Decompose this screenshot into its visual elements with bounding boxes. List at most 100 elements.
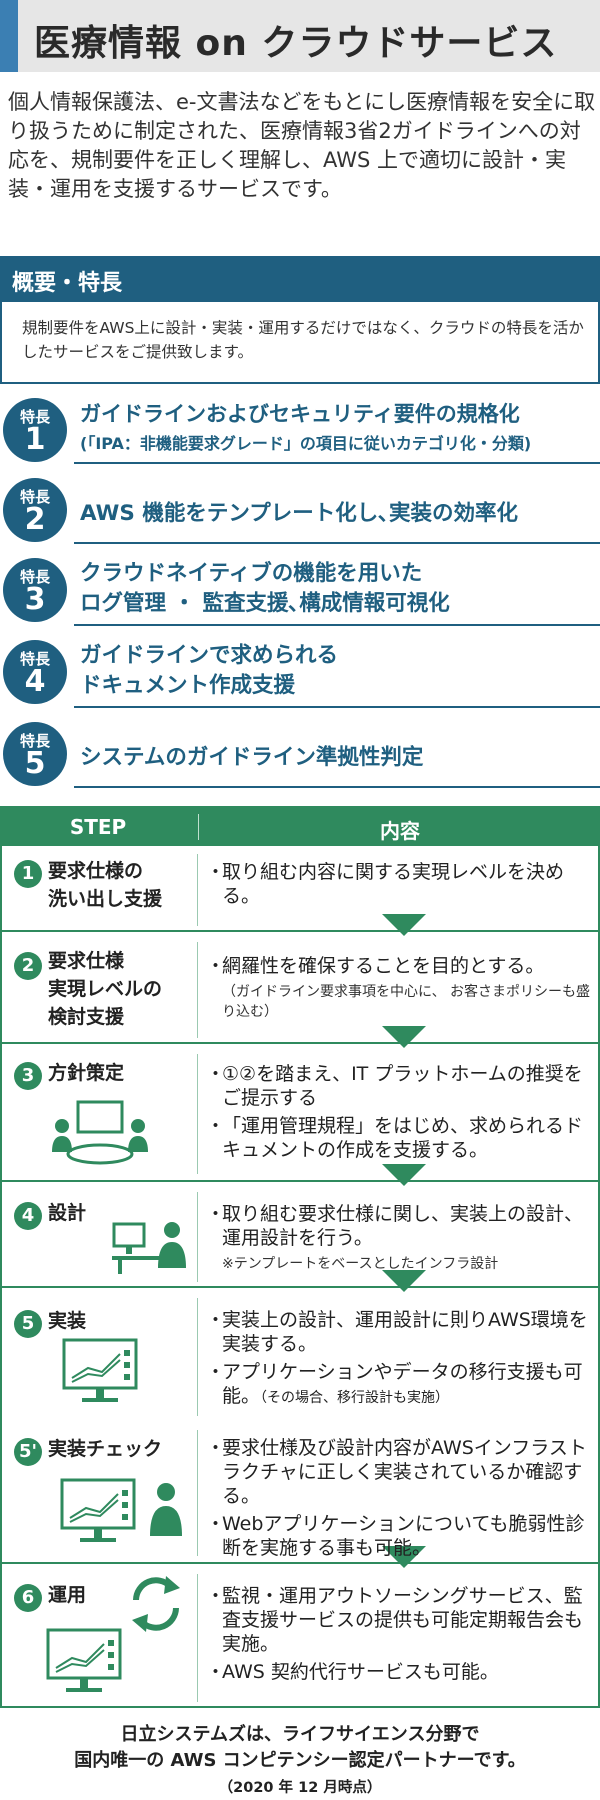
overview-box: 規制要件をAWS上に設計・実装・運用するだけではなく、クラウドの特長を活かしたサ… [0,302,600,384]
overview-header: 概要・特長 [0,256,600,302]
feature-badge-label: 特長 [19,732,50,750]
feature-3: 特長 3 クラウドネイティブの機能を用いた ログ管理 ・ 監査支援､構成情報可視… [0,558,600,628]
bullet-text-note: （その場合、移行設計も実施） [260,1390,450,1406]
footer-statement: 日立システムズは、ライフサイエンス分野で 国内唯一の AWS コンピテンシー認定… [0,1722,600,1774]
feature-badge: 特長 2 [3,478,67,542]
feature-underline [74,462,600,464]
step-arrow-icon [382,1270,426,1292]
header-divider [198,814,199,840]
header-content: 内容 [380,819,420,843]
step-bullet: ・ 監視・運用アウトソーシングサービス、監査支援サービスの提供も可能定期報告会も… [206,1584,598,1656]
desk-worker-icon [112,1222,186,1274]
column-divider [197,1192,198,1282]
column-divider [197,854,198,926]
bullet-text-main: アプリケーションやデータの移行支援も可能。 [222,1361,583,1407]
row-separator [2,1286,598,1288]
bullet-mark: ・ [206,1063,226,1085]
meeting-icon [52,1100,148,1165]
step-title-line3: 検討支援 [48,1006,125,1028]
column-divider [197,1298,198,1416]
step-bullet: ・ 「運用管理規程」をはじめ、求められるドキュメントの作成を支援する。 [206,1114,598,1162]
step-number-6: 6 [14,1584,42,1612]
bullet-text: 「運用管理規程」をはじめ、求められるドキュメントの作成を支援する。 [222,1115,584,1161]
chart-monitor-icon [62,1338,138,1402]
step-title: 方針策定 [48,1062,125,1084]
feature-5: 特長 5 システムのガイドライン準拠性判定 [0,722,600,792]
bullet-mark: ・ [206,1661,226,1683]
step-bullet: ・ 網羅性を確保することを目的とする。 [206,954,598,978]
chart-monitor-icon [46,1628,122,1692]
header-step: STEP [69,815,127,839]
bullet-text: 監視・運用アウトソーシングサービス、監査支援サービスの提供も可能定期報告会も実施… [222,1585,584,1655]
step-title: 運用 [48,1584,87,1606]
feature-badge-label: 特長 [19,408,50,426]
page-title: 医療情報 on クラウドサービス [34,23,558,64]
step-arrow-icon [382,1164,426,1186]
feature-badge-number: 3 [24,582,46,617]
row-separator [2,1042,598,1044]
step-number-4: 4 [14,1202,42,1230]
feature-badge-label: 特長 [19,488,50,506]
footer-line1: 日立システムズは、ライフサイエンス分野で [120,1724,480,1745]
column-divider [197,1430,198,1556]
feature-underline [74,624,600,626]
feature-title-line1: ガイドラインで求められる [80,643,339,668]
bullet-mark: ・ [206,1309,226,1331]
feature-4: 特長 4 ガイドラインで求められる ドキュメント作成支援 [0,640,600,710]
bullet-text: 取り組む要求仕様に関し、実装上の設計、運用設計を行う。 [222,1203,584,1249]
step-number-3: 3 [14,1062,42,1090]
bullet-mark: ・ [206,1203,226,1225]
feature-subtitle: (「IPA：非機能要求グレード」の項目に従いカテゴリ化・分類) [80,434,532,453]
step-title: 設計 [48,1202,87,1224]
row-separator [2,1180,598,1182]
feature-title: AWS 機能をテンプレート化し､実装の効率化 [80,501,518,526]
feature-badge: 特長 5 [3,722,67,786]
column-divider [197,1574,198,1702]
step-bullet: ・ 取り組む要求仕様に関し、実装上の設計、運用設計を行う。 [206,1202,598,1250]
bullet-text: 網羅性を確保することを目的とする。 [222,955,545,977]
step-arrow-icon [382,914,426,936]
step-note: ※テンプレートをベースとしたインフラ設計 [222,1256,499,1272]
step-title-line1: 要求仕様 [48,950,125,972]
feature-badge-number: 5 [24,746,46,781]
step-arrow-icon [382,1546,426,1568]
step-number-1: 1 [14,860,42,888]
step-number-5: 5 [14,1310,42,1338]
feature-underline [74,706,600,708]
row-separator [2,930,598,932]
feature-title-line2: ログ管理 ・ 監査支援､構成情報可視化 [80,591,450,616]
step-table: STEP 内容 1 要求仕様の 洗い出し支援 ・ 取り組む内容に関する実現レベル… [0,806,600,1708]
column-divider [197,942,198,1038]
step-title-line1: 要求仕様の [48,860,144,882]
feature-badge-label: 特長 [19,650,50,668]
feature-underline [74,542,600,544]
step-arrow-icon [382,1026,426,1048]
overview-text: 規制要件をAWS上に設計・実装・運用するだけではなく、クラウドの特長を活かしたサ… [22,319,584,361]
bullet-text: AWS 契約代行サービスも可能。 [222,1661,499,1683]
step-title-line2: 洗い出し支援 [48,888,163,910]
step-bullet: ・ AWS 契約代行サービスも可能。 [206,1660,598,1684]
bullet-mark: ・ [206,955,226,977]
column-divider [197,1054,198,1174]
row-separator [2,1562,598,1564]
step-bullet: ・ 取り組む内容に関する実現レベルを決める。 [206,860,598,908]
step-bullet: ・ アプリケーションやデータの移行支援も可能。（その場合、移行設計も実施） [206,1360,598,1410]
step-note: （ガイドライン要求事項を中心に、 お客さまポリシーも盛り込む） [222,984,591,1020]
feature-title: ガイドラインおよびセキュリティ要件の規格化 [80,402,520,426]
feature-badge-number: 1 [24,422,46,457]
feature-title-line2: ドキュメント作成支援 [80,673,296,698]
header-accent-bar [0,0,18,72]
bullet-mark: ・ [206,861,226,883]
footer-line2: 国内唯一の AWS コンピテンシー認定パートナーです。 [74,1750,526,1771]
feature-title-line1: クラウドネイティブの機能を用いた [80,561,423,586]
footer-note: （2020 年 12 月時点） [218,1780,382,1796]
bullet-mark: ・ [206,1361,226,1383]
chart-monitor-icon [60,1478,182,1542]
bullet-text: アプリケーションやデータの移行支援も可能。（その場合、移行設計も実施） [206,1360,598,1410]
step-bullet: ・ ①②を踏まえ、IT プラットホームの推奨をご提示する [206,1062,598,1110]
bullet-text: 要求仕様及び設計内容がAWSインフラストラクチャに正しく実装されているか確認する… [222,1437,587,1507]
feature-badge: 特長 3 [3,558,67,622]
feature-badge: 特長 1 [3,398,67,462]
step-title-line2: 実現レベルの [48,978,163,1000]
step-bullet: ・ Webアプリケーションについても脆弱性診断を実施する事も可能。 [206,1512,598,1560]
